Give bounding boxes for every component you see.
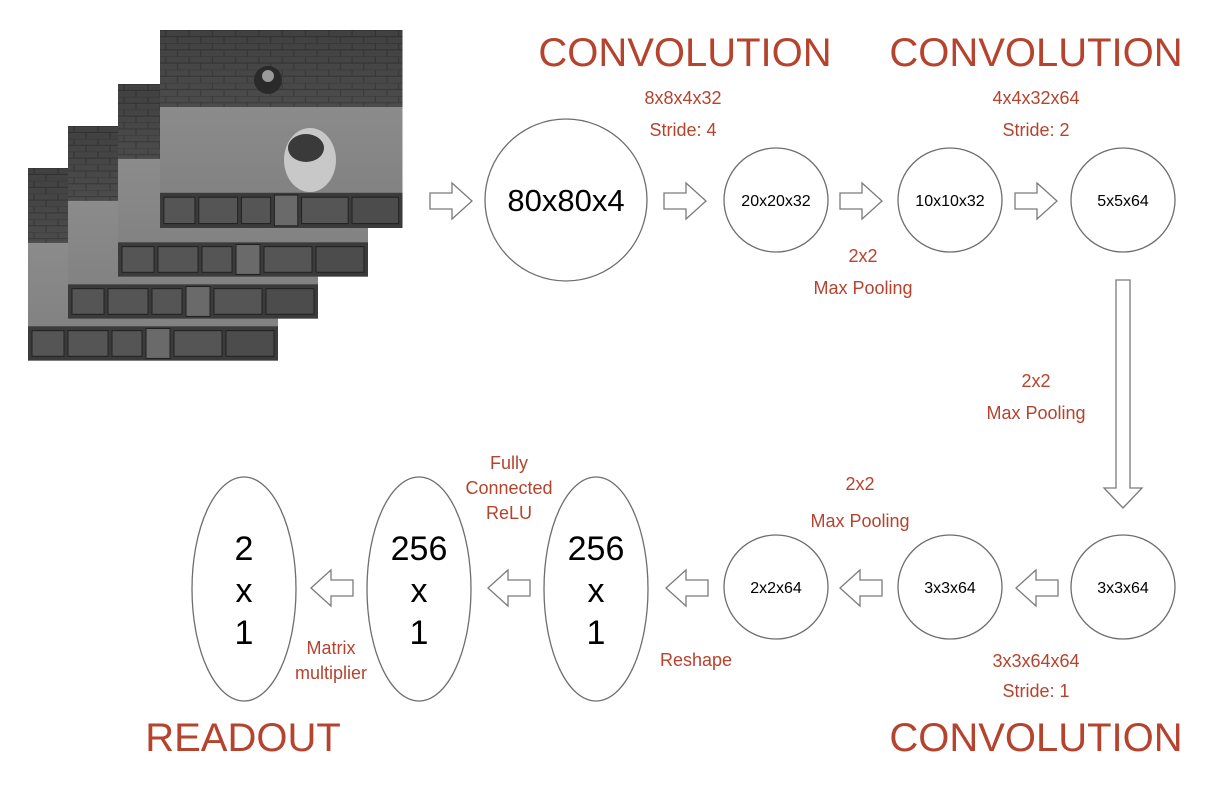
pool1-type-label: Max Pooling xyxy=(813,278,912,298)
arrow-left-icon xyxy=(1015,568,1059,608)
pool3-size-label: 2x2 xyxy=(845,474,874,494)
conv2-output-label: 5x5x64 xyxy=(1097,193,1149,210)
fc-label-line2: Connected xyxy=(465,478,552,498)
conv2-output-node xyxy=(1070,147,1176,253)
game-frame-stack xyxy=(27,29,404,362)
readout-node-line3: 1 xyxy=(235,614,254,652)
fc-node-line1: 256 xyxy=(391,530,448,568)
arrow-right-icon xyxy=(429,181,473,221)
pool1-output-node xyxy=(897,147,1003,253)
conv1-kernel-label: 8x8x4x32 xyxy=(644,88,721,108)
reshape-node-line1: 256 xyxy=(568,530,625,568)
readout-node-line2: x xyxy=(236,572,253,610)
fc-label-line1: Fully xyxy=(490,453,528,473)
pool2-size-label: 2x2 xyxy=(1021,371,1050,391)
readout-title: READOUT xyxy=(145,716,341,760)
pool2-type-label: Max Pooling xyxy=(986,403,1085,423)
arrow-left-icon xyxy=(487,568,531,608)
matrix-label-line2: multiplier xyxy=(295,663,367,683)
conv3-title: CONVOLUTION xyxy=(889,716,1182,760)
conv3-stride-label: Stride: 1 xyxy=(1002,681,1069,701)
reshape-label: Reshape xyxy=(660,650,732,670)
arrow-left-icon xyxy=(310,568,354,608)
conv2-title: CONVOLUTION xyxy=(889,31,1182,75)
enemy-sprite xyxy=(254,66,336,192)
conv2-kernel-label: 4x4x32x64 xyxy=(992,88,1079,108)
arrow-right-icon xyxy=(663,181,707,221)
pool1-size-label: 2x2 xyxy=(848,246,877,266)
pool3-output-node xyxy=(723,534,829,640)
conv1-output-node xyxy=(723,147,829,253)
conv1-title: CONVOLUTION xyxy=(538,31,831,75)
reshape-node-line2: x xyxy=(588,572,605,610)
fc-node-line3: 1 xyxy=(410,614,429,652)
pool3-output-label: 2x2x64 xyxy=(750,580,802,597)
pool1-output-label: 10x10x32 xyxy=(915,193,984,210)
input-node xyxy=(484,118,648,282)
reshape-node-line3: 1 xyxy=(587,614,606,652)
conv3-output-label: 3x3x64 xyxy=(924,580,976,597)
game-frame xyxy=(159,29,404,229)
readout-node xyxy=(191,476,297,702)
arrow-left-icon xyxy=(665,568,709,608)
conv2-stride-label: Stride: 2 xyxy=(1002,120,1069,140)
arrow-right-icon xyxy=(839,181,883,221)
arrow-down-icon xyxy=(1102,279,1144,509)
arrow-left-icon xyxy=(839,568,883,608)
conv3-output-node xyxy=(897,534,1003,640)
readout-node-line1: 2 xyxy=(235,530,254,568)
conv3-kernel-label: 3x3x64x64 xyxy=(992,651,1079,671)
arrow-right-icon xyxy=(1014,181,1058,221)
reshape-node xyxy=(543,476,649,702)
pool3-type-label: Max Pooling xyxy=(810,511,909,531)
matrix-label-line1: Matrix xyxy=(307,638,356,658)
pool2-output-node xyxy=(1070,534,1176,640)
fc-node-line2: x xyxy=(411,572,428,610)
pool2-output-label: 3x3x64 xyxy=(1097,580,1149,597)
fc-label-line3: ReLU xyxy=(486,503,532,523)
conv1-stride-label: Stride: 4 xyxy=(649,120,716,140)
input-node-label: 80x80x4 xyxy=(507,183,624,218)
conv1-output-label: 20x20x32 xyxy=(741,193,810,210)
fc-node xyxy=(366,476,472,702)
